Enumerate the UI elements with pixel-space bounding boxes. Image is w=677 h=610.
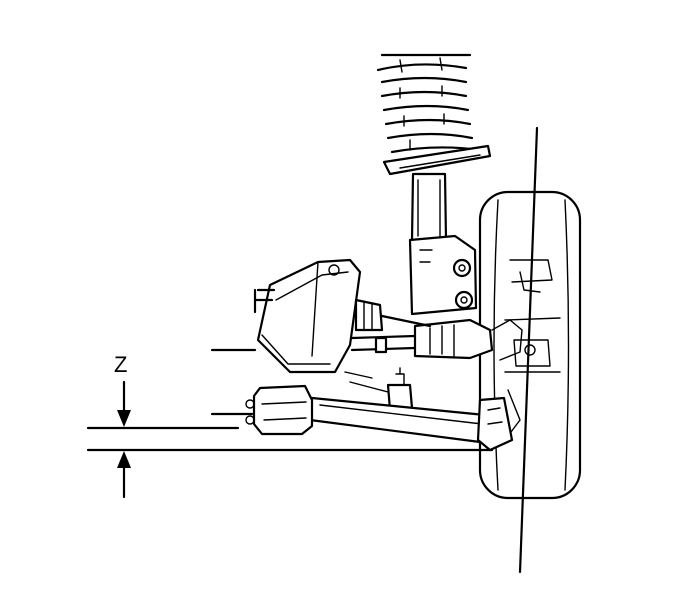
dimension-label: Z	[114, 352, 127, 377]
z-dimension: Z	[86, 352, 494, 499]
camber-reference-line	[518, 126, 539, 574]
lower-arrow-head	[117, 451, 131, 468]
frame-mount	[210, 384, 314, 436]
tie-rod	[350, 314, 523, 361]
strut	[408, 172, 478, 316]
steering-rack	[253, 258, 384, 374]
coil-spring	[376, 53, 492, 176]
wheel-tire	[478, 190, 582, 500]
lower-control-arm	[308, 396, 514, 452]
upper-arrow-head	[117, 410, 131, 427]
